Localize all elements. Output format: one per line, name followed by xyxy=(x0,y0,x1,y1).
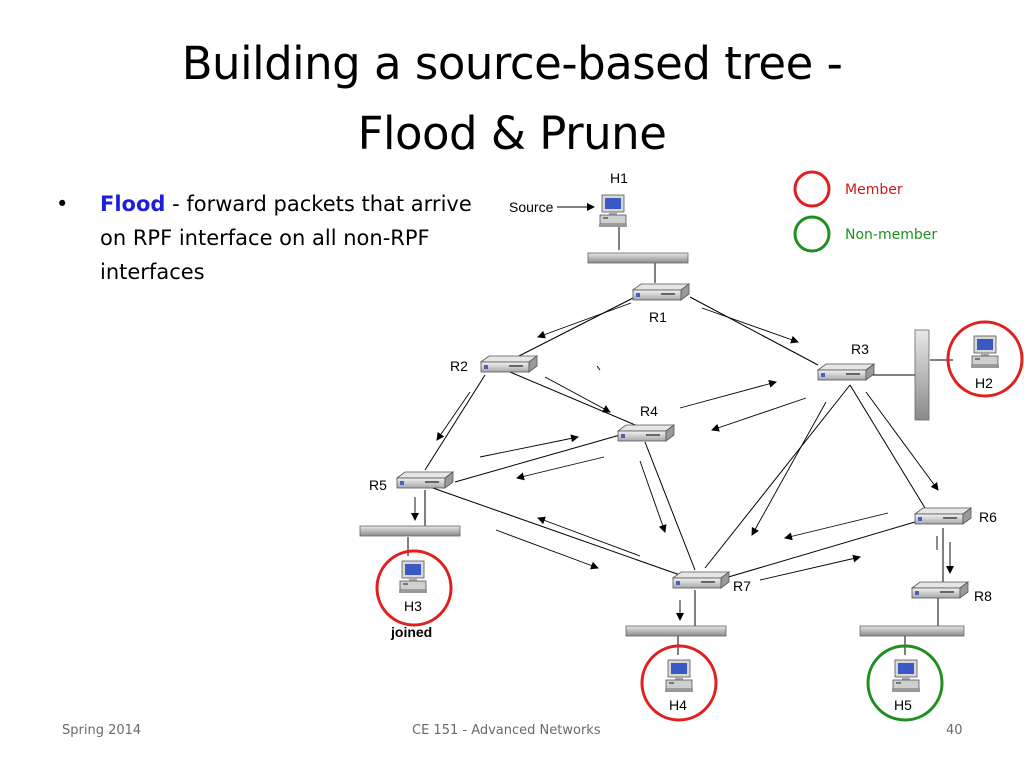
source-label: Source xyxy=(509,199,554,215)
label-r5: R5 xyxy=(369,477,387,493)
lan-bus-h5 xyxy=(859,625,965,637)
links xyxy=(407,226,953,655)
router-r6 xyxy=(914,507,972,525)
label-r3: R3 xyxy=(851,341,869,357)
bullet-keyword: Flood xyxy=(100,192,166,216)
legend-non-member-swatch xyxy=(793,215,831,253)
footer-page-number: 40 xyxy=(946,723,963,738)
lan-bus-h1 xyxy=(587,252,689,264)
router-r8 xyxy=(911,581,969,599)
footer-course: CE 151 - Advanced Networks xyxy=(412,723,601,738)
slide-title-line2: Flood & Prune xyxy=(357,107,667,160)
router-r1 xyxy=(632,283,690,301)
bullet-description: - forward packets that arrive on RPF int… xyxy=(100,192,472,284)
flood-arrows xyxy=(411,203,954,621)
label-r1: R1 xyxy=(649,309,667,325)
host-h4-icon xyxy=(664,659,694,693)
label-h5: H5 xyxy=(894,697,912,713)
label-h2: H2 xyxy=(975,375,993,391)
host-h1-icon xyxy=(598,194,628,228)
router-r5 xyxy=(396,471,454,489)
member-circle-h3 xyxy=(375,549,453,627)
router-r4 xyxy=(617,424,675,442)
router-r2 xyxy=(480,355,538,373)
label-h4: H4 xyxy=(669,697,687,713)
lan-bus-h4 xyxy=(625,625,727,637)
joined-label: joined xyxy=(390,624,432,640)
slide-title-line1: Building a source-based tree - xyxy=(181,37,843,90)
label-r8: R8 xyxy=(974,588,992,604)
label-r7: R7 xyxy=(733,578,751,594)
bullet-text: Flood - forward packets that arrive on R… xyxy=(100,187,500,289)
label-h3: H3 xyxy=(404,598,422,614)
member-circle-h2 xyxy=(946,320,1024,398)
label-r4: R4 xyxy=(640,403,658,419)
bullet-marker: • xyxy=(56,192,69,216)
host-h2-icon xyxy=(970,335,1000,369)
legend-member-swatch xyxy=(793,170,831,208)
label-r2: R2 xyxy=(450,358,468,374)
member-circle-h4 xyxy=(640,644,718,722)
lan-bus-h2 xyxy=(914,329,930,421)
legend-non-member-label: Non-member xyxy=(845,227,937,243)
non-member-circle-h5 xyxy=(866,644,944,722)
host-h3-icon xyxy=(398,560,428,594)
lan-bus-h3 xyxy=(359,525,461,537)
legend-member-label: Member xyxy=(845,182,903,198)
label-h1: H1 xyxy=(610,170,628,186)
label-r6: R6 xyxy=(979,509,997,525)
host-h5-icon xyxy=(891,659,921,693)
router-r7 xyxy=(672,571,730,589)
footer-date: Spring 2014 xyxy=(62,723,142,738)
router-r3 xyxy=(817,363,875,381)
dash-marks xyxy=(596,365,938,550)
